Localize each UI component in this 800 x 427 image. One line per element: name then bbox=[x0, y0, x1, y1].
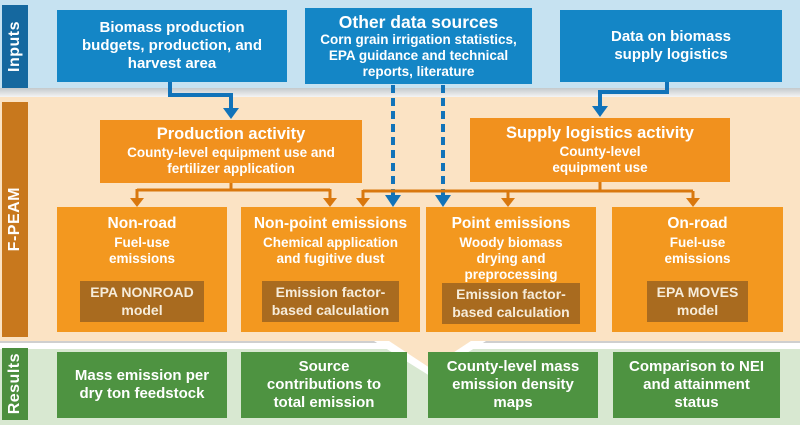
epa-nonroad-model-box: EPA NONROAD model bbox=[80, 281, 204, 322]
box-emission-density-maps: County-level mass emission density maps bbox=[428, 352, 598, 418]
other-data-sources-body: Corn grain irrigation statistics, EPA gu… bbox=[320, 31, 517, 80]
other-data-sources-title: Other data sources bbox=[338, 11, 499, 32]
box-point-emissions: Point emissions Woody biomass drying and… bbox=[426, 207, 596, 332]
sidebar-label-fpeam: F-PEAM bbox=[2, 102, 28, 337]
point-title: Point emissions bbox=[451, 215, 571, 232]
box-non-point-emissions: Non-point emissions Chemical application… bbox=[241, 207, 420, 332]
production-activity-title: Production activity bbox=[156, 125, 306, 144]
box-non-road-emissions: Non-road Fuel-use emissions EPA NONROAD … bbox=[57, 207, 227, 332]
point-calculation-box: Emission factor- based calculation bbox=[442, 283, 580, 325]
non-point-calculation-box: Emission factor- based calculation bbox=[261, 281, 400, 322]
box-production-activity: Production activity County-level equipme… bbox=[100, 120, 362, 183]
fpeam-results-separator bbox=[0, 341, 800, 349]
supply-logistics-title: Supply logistics activity bbox=[506, 123, 694, 142]
sidebar-label-results: Results bbox=[2, 348, 28, 420]
box-other-data-sources: Other data sources Corn grain irrigation… bbox=[305, 8, 532, 84]
non-road-subtitle: Fuel-use emissions bbox=[108, 234, 176, 266]
inputs-label: Inputs bbox=[6, 21, 23, 72]
non-point-subtitle: Chemical application and fugitive dust bbox=[262, 234, 399, 266]
on-road-title: On-road bbox=[667, 215, 728, 232]
results-label: Results bbox=[6, 353, 23, 415]
bottom-edge-strip bbox=[0, 425, 800, 427]
production-activity-subtitle: County-level equipment use and fertilize… bbox=[127, 145, 335, 177]
box-nei-comparison: Comparison to NEI and attainment status bbox=[613, 352, 780, 418]
non-point-title: Non-point emissions bbox=[253, 215, 408, 232]
supply-logistics-subtitle: County-level equipment use bbox=[552, 143, 648, 175]
fpeam-label: F-PEAM bbox=[6, 187, 23, 252]
box-biomass-supply-logistics-data: Data on biomass supply logistics bbox=[560, 10, 782, 82]
point-subtitle: Woody biomass drying and preprocessing bbox=[459, 234, 563, 282]
box-on-road-emissions: On-road Fuel-use emissions EPA MOVES mod… bbox=[612, 207, 783, 332]
on-road-subtitle: Fuel-use emissions bbox=[664, 234, 731, 266]
box-mass-emission-per-ton: Mass emission per dry ton feedstock bbox=[57, 352, 227, 418]
inputs-fpeam-separator bbox=[0, 88, 800, 97]
box-source-contributions: Source contributions to total emission bbox=[241, 352, 407, 418]
epa-moves-model-box: EPA MOVES model bbox=[646, 281, 749, 322]
sidebar-label-inputs: Inputs bbox=[2, 5, 28, 88]
box-supply-logistics-activity: Supply logistics activity County-level e… bbox=[470, 118, 730, 182]
non-road-title: Non-road bbox=[107, 215, 177, 232]
box-biomass-production-inputs: Biomass production budgets, production, … bbox=[57, 10, 287, 82]
